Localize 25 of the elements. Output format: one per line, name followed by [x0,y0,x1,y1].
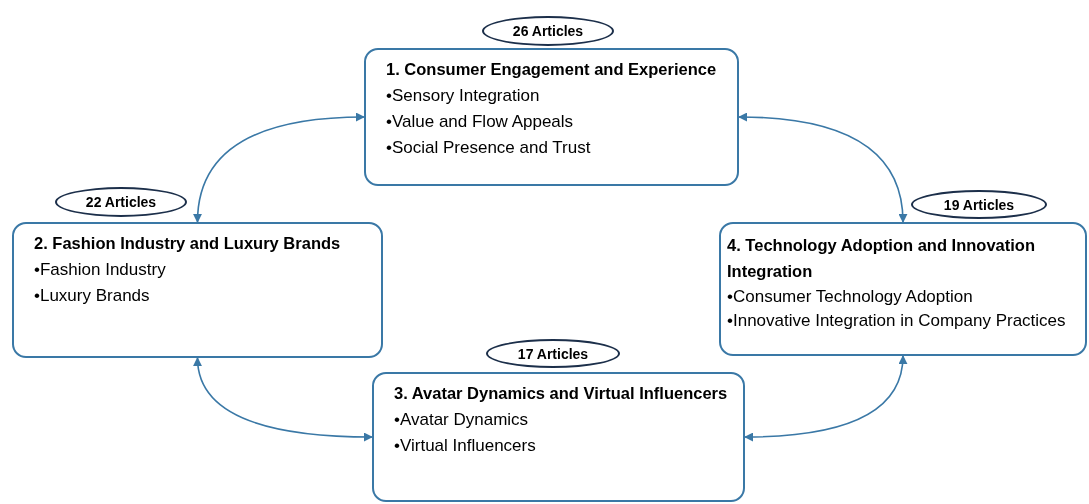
bullet-item: •Social Presence and Trust [386,137,592,159]
bullet-item: •Luxury Brands [34,285,151,308]
theme-heading: 1. Consumer Engagement and Experience [386,59,718,80]
curved-arrow [738,112,907,223]
bullet-item: •Value and Flow Appeals [386,111,575,134]
bullet-item: •Virtual Influencers [394,435,537,458]
theme-box [12,222,383,358]
article-count: 26 Articles [512,23,584,39]
curved-arrow [744,355,907,442]
theme-heading: 4. Technology Adoption and Innovation Integration [727,235,1036,283]
theme-box [372,372,745,502]
article-count: 17 Articles [517,345,589,362]
theme-box [719,222,1087,356]
bullet-item: •Consumer Technology Adoption [727,285,974,308]
bullet-item: •Avatar Dynamics [394,409,530,432]
curved-arrow [193,112,365,223]
bullet-item: •Innovative Integration in Company Practices [727,309,1067,332]
bullet-item: •Fashion Industry [34,259,167,282]
theme-heading: 2. Fashion Industry and Luxury Brands [34,233,342,254]
bullet-item: •Sensory Integration [386,85,541,108]
curved-arrow [193,357,373,442]
article-count: 19 Articles [943,196,1015,213]
article-count: 22 Articles [85,194,157,210]
theme-box [364,48,739,186]
theme-heading: 3. Avatar Dynamics and Virtual Influencers [394,383,729,404]
